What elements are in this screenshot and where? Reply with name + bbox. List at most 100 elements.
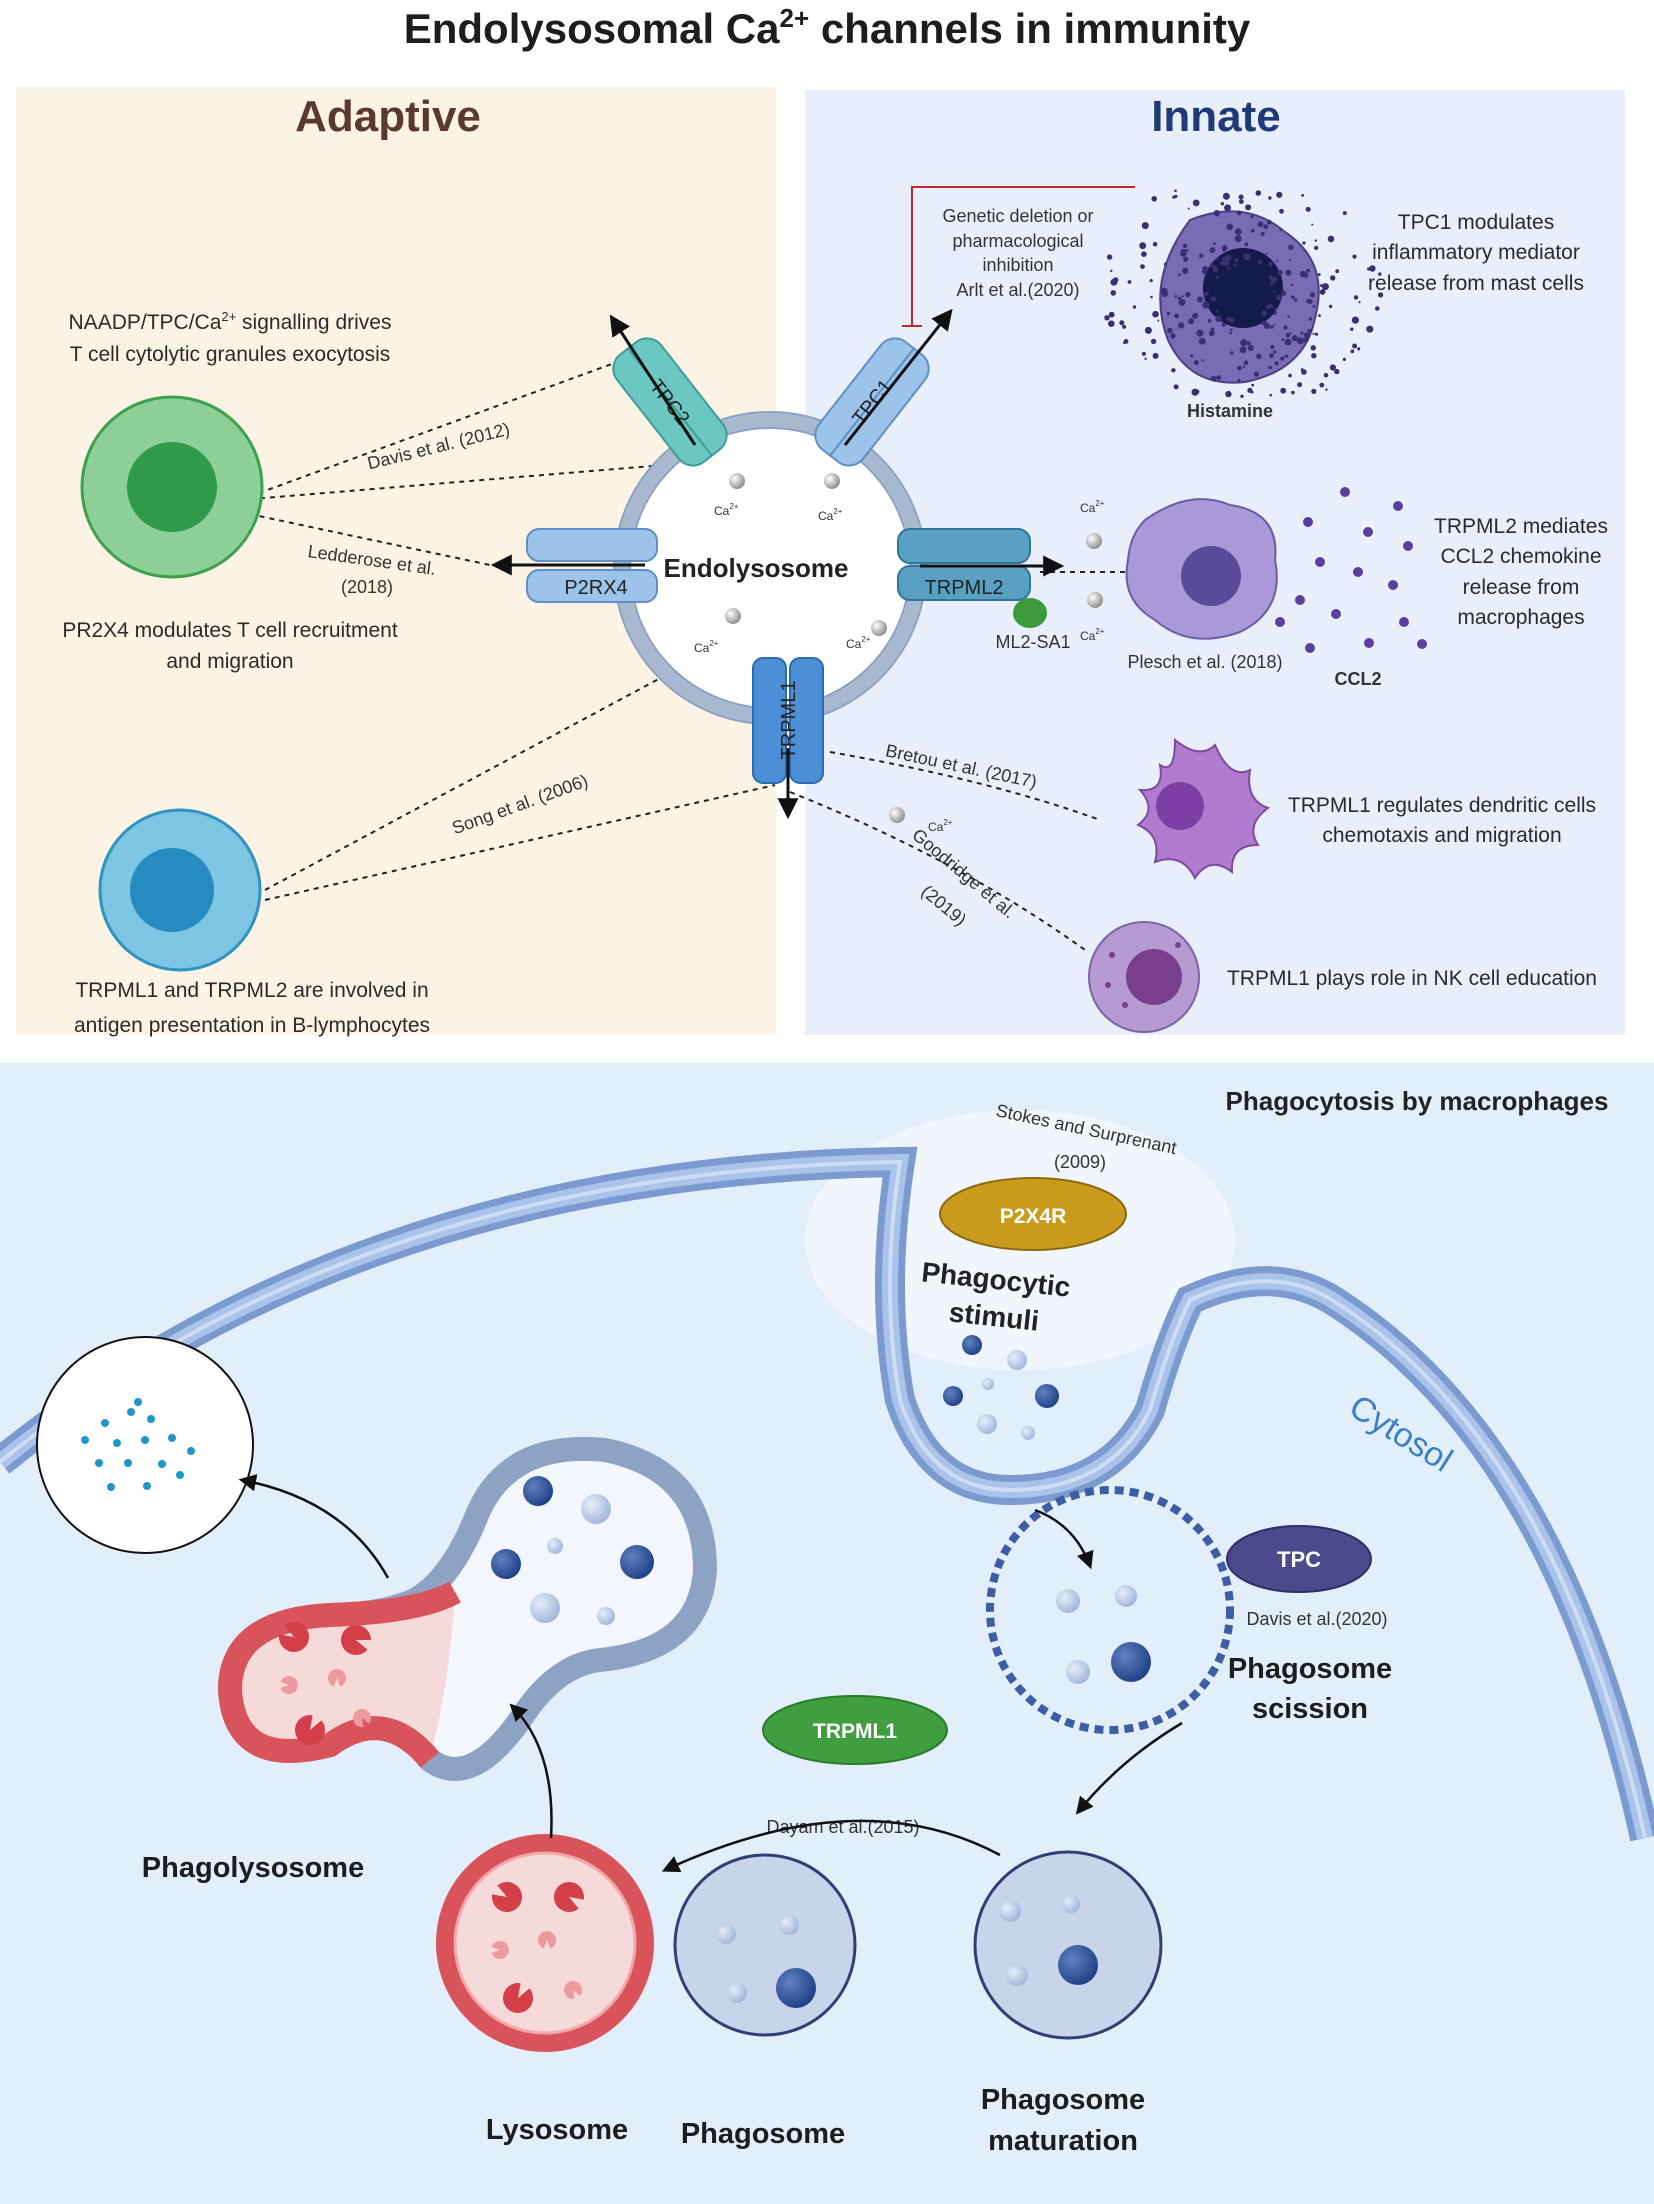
histamine-granule — [1352, 343, 1358, 349]
histamine-granule — [1204, 292, 1208, 297]
innate-heading: Innate — [1151, 92, 1281, 141]
histamine-granule — [1226, 223, 1233, 231]
histamine-granule — [1269, 353, 1274, 358]
trpml1-channel: TRPML1 — [752, 657, 824, 784]
histamine-granule — [1273, 311, 1277, 315]
dc-text: TRPML1 regulates dendritic cells chemota… — [1288, 794, 1596, 847]
histamine-granule — [1293, 298, 1298, 302]
svg-text:TPC1 modulates: TPC1 modulates — [1398, 211, 1554, 234]
histamine-granule — [1279, 208, 1284, 214]
histamine-granule — [1261, 310, 1267, 316]
histamine-granule — [1127, 280, 1132, 284]
tpc-channel — [1226, 1525, 1372, 1593]
histamine-granule — [1202, 265, 1208, 272]
histamine-granule — [1202, 301, 1210, 309]
histamine-granule — [1110, 278, 1118, 286]
histamine-granule — [1177, 296, 1181, 300]
histamine-granule — [1172, 195, 1176, 199]
dendritic-cell — [1136, 737, 1271, 881]
histamine-granule — [1218, 318, 1221, 322]
histamine-granule — [1288, 373, 1292, 378]
histamine-granule — [1265, 304, 1271, 310]
histamine-granule — [1249, 346, 1254, 351]
scission-phagosome — [986, 1486, 1234, 1734]
histamine-granule — [1300, 331, 1304, 335]
enzyme-icon — [491, 1941, 509, 1960]
histamine-granule — [1216, 213, 1220, 217]
histamine-granule — [1215, 275, 1220, 279]
histamine-granule — [1328, 304, 1333, 309]
histamine-granule — [1160, 287, 1168, 295]
enzyme-icon — [492, 1882, 522, 1912]
ref-stokes-year: (2009) — [1054, 1152, 1106, 1172]
calcium-labels: Ca2+ Ca2+ Ca2+ Ca2+ Ca2+ Ca2+ Ca2+ — [694, 499, 1105, 834]
histamine-granule — [1141, 251, 1147, 257]
histamine-granule — [1239, 346, 1247, 354]
histamine-granule — [1319, 382, 1325, 388]
histamine-granule — [1226, 266, 1230, 270]
histamine-granule — [1238, 199, 1244, 205]
histamine-granule — [1310, 345, 1317, 351]
ref-plesch: Plesch et al. (2018) — [1127, 652, 1282, 672]
histamine-granule — [1149, 279, 1153, 283]
histamine-granule — [1215, 257, 1219, 261]
histamine-granule — [1212, 242, 1216, 246]
enzyme-icon — [328, 1669, 346, 1687]
histamine-granule — [1273, 350, 1277, 354]
svg-text:Arlt et al.(2020): Arlt et al.(2020) — [956, 280, 1079, 300]
histamine-granule — [1225, 254, 1232, 261]
histamine-granule — [1258, 259, 1263, 265]
histamine-granule — [1321, 283, 1329, 291]
histamine-granule — [1216, 375, 1222, 380]
histamine-granule — [1220, 202, 1225, 206]
figure-title: Endolysosomal Ca2+ channels in immunity — [404, 3, 1251, 52]
svg-text:release from: release from — [1463, 576, 1580, 599]
t-cell — [80, 395, 264, 579]
histamine-granule — [1222, 192, 1230, 200]
histamine-granule — [1144, 326, 1152, 334]
histamine-granule — [1210, 327, 1215, 332]
histamine-granule — [1173, 384, 1179, 390]
histamine-granule — [1191, 388, 1199, 396]
histamine-granule — [1139, 242, 1147, 250]
ccl2-dots — [1275, 487, 1427, 653]
histamine-granule — [1378, 292, 1384, 298]
histamine-granule — [1247, 387, 1253, 393]
histamine-granule — [1283, 325, 1288, 330]
phagocytosis-arrows — [238, 1474, 1183, 1873]
enzyme-icon — [554, 1882, 584, 1912]
histamine-granule — [1170, 333, 1176, 339]
histamine-granule — [1251, 383, 1255, 387]
phagosome-label: Phagosome — [681, 2118, 845, 2150]
histamine-granule — [1375, 306, 1380, 311]
histamine-granule — [1301, 194, 1304, 197]
histamine-granule — [1152, 352, 1159, 359]
histamine-granule — [1244, 242, 1249, 247]
histamine-granule — [1193, 360, 1199, 365]
histamine-granule — [1187, 207, 1190, 210]
stimuli-particles — [943, 1335, 1059, 1440]
maturation-phagosome — [973, 1850, 1163, 2040]
histamine-granule — [1245, 204, 1252, 211]
phagolysosome-enzymes — [279, 1622, 371, 1745]
enzyme-icon — [538, 1931, 556, 1949]
histamine-granule — [1256, 353, 1262, 360]
histamine-granule — [1276, 191, 1283, 198]
histamine-granule — [1302, 338, 1307, 343]
histamine-granule — [1237, 365, 1242, 371]
macro-text: TRPML2 mediates CCL2 chemokine release f… — [1434, 515, 1608, 629]
svg-text:TRPML1 regulates dendritic cel: TRPML1 regulates dendritic cells — [1288, 794, 1596, 817]
histamine-granule — [1352, 254, 1357, 259]
histamine-granule — [1268, 196, 1272, 200]
histamine-granule — [1299, 270, 1307, 278]
svg-text:Ca2+: Ca2+ — [846, 635, 871, 651]
histamine-granule — [1312, 332, 1315, 335]
histamine-granule — [1350, 327, 1354, 331]
tpc1-arrow — [843, 308, 953, 446]
histamine-granule — [1225, 390, 1232, 398]
histamine-granule — [1209, 263, 1214, 268]
svg-text:macrophages: macrophages — [1457, 606, 1584, 629]
enzyme-icon — [280, 1675, 298, 1694]
histamine-granule — [1230, 328, 1233, 332]
